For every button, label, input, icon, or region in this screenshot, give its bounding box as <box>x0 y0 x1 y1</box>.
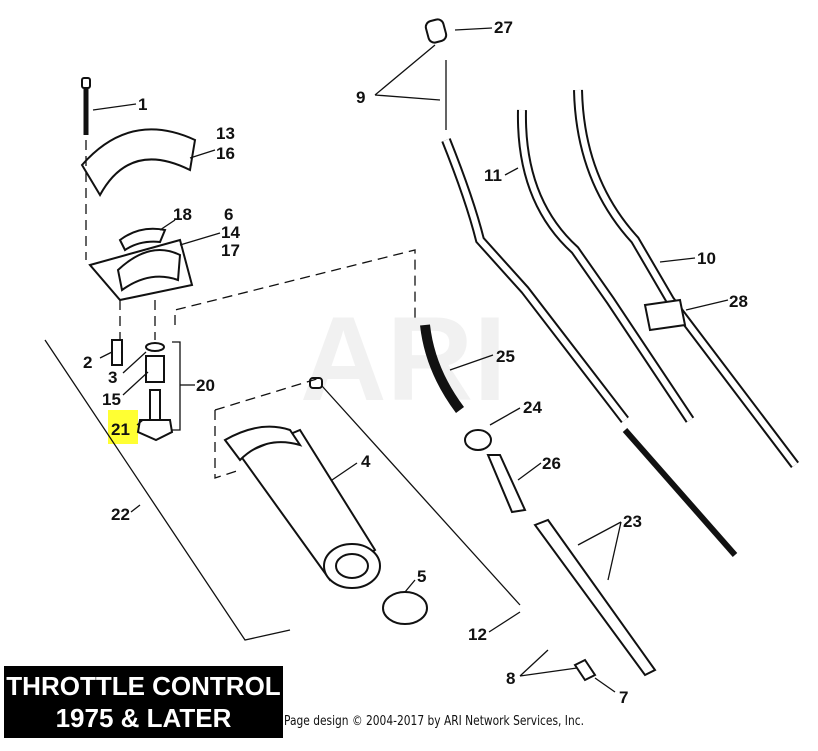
callout-22[interactable]: 22 <box>111 505 130 524</box>
callout-10[interactable]: 10 <box>697 249 716 268</box>
callout-5[interactable]: 5 <box>417 567 426 586</box>
callout-26[interactable]: 26 <box>542 454 561 473</box>
callout-21[interactable]: 21 <box>111 420 130 439</box>
callout-20[interactable]: 20 <box>196 376 215 395</box>
callout-27[interactable]: 27 <box>494 18 513 37</box>
copyright-footer: Page design © 2004-2017 by ARI Network S… <box>284 714 584 729</box>
watermark: ARI <box>300 292 507 426</box>
callout-9[interactable]: 9 <box>356 88 365 107</box>
callout-28[interactable]: 28 <box>729 292 748 311</box>
callout-2[interactable]: 2 <box>83 353 92 372</box>
title-line-1: THROTTLE CONTROL <box>6 671 281 701</box>
throttle-grip <box>44 249 521 641</box>
callout-4[interactable]: 4 <box>361 452 371 471</box>
callout-7[interactable]: 7 <box>619 688 628 707</box>
callout-15[interactable]: 15 <box>102 390 121 409</box>
leader-lines <box>92 27 729 693</box>
callout-highlight <box>108 410 138 444</box>
callout-14[interactable]: 14 <box>221 223 240 242</box>
callout-11[interactable]: 11 <box>484 166 502 185</box>
callout-18[interactable]: 18 <box>173 205 192 224</box>
callout-23[interactable]: 23 <box>623 512 642 531</box>
callout-8[interactable]: 8 <box>506 669 515 688</box>
title-line-2: 1975 & LATER <box>55 703 232 733</box>
callout-3[interactable]: 3 <box>108 368 117 387</box>
callout-labels: 1 13 16 18 6 14 17 2 3 15 20 21 22 4 5 1… <box>83 18 748 707</box>
callout-6[interactable]: 6 <box>224 205 233 224</box>
callout-24[interactable]: 24 <box>523 398 542 417</box>
callout-25[interactable]: 25 <box>496 347 515 366</box>
callout-16[interactable]: 16 <box>216 144 235 163</box>
callout-1[interactable]: 1 <box>138 95 147 114</box>
callout-12[interactable]: 12 <box>468 625 487 644</box>
handlebar-clamp-assembly <box>80 77 197 442</box>
diagram-title: THROTTLE CONTROL 1975 & LATER <box>4 666 283 738</box>
callout-17[interactable]: 17 <box>221 241 240 260</box>
throttle-cables <box>420 18 799 682</box>
callout-13[interactable]: 13 <box>216 124 235 143</box>
